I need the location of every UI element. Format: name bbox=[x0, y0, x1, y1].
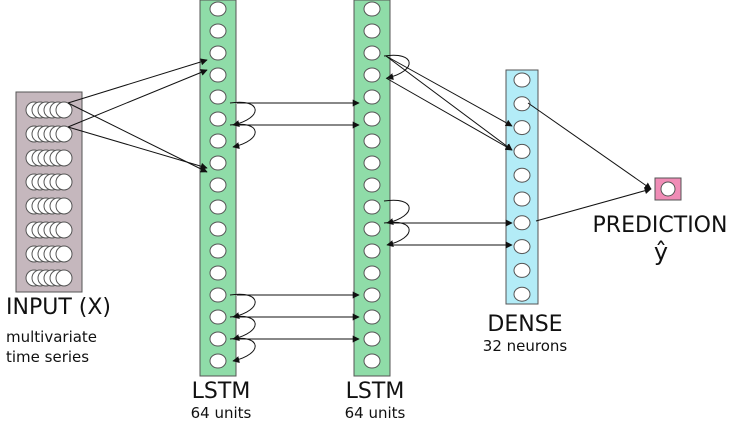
lstm1-neuron bbox=[209, 287, 227, 303]
lstm2-neuron bbox=[363, 177, 381, 193]
input-neuron bbox=[55, 269, 73, 287]
lstm2-neuron bbox=[363, 331, 381, 347]
dense-neuron bbox=[513, 262, 531, 278]
lstm2-neuron bbox=[363, 111, 381, 127]
lstm2-neuron bbox=[363, 1, 381, 17]
lstm-1-neurons bbox=[209, 1, 227, 369]
edge-input-lstm1-b bbox=[67, 102, 208, 173]
input-neuron bbox=[55, 101, 73, 119]
input-neuron bbox=[55, 125, 73, 143]
dense-neuron bbox=[513, 239, 531, 255]
recurrent-loop-lstm1-3 bbox=[229, 293, 256, 320]
lstm1-neuron bbox=[209, 23, 227, 39]
edge-input-lstm1-c bbox=[67, 69, 208, 128]
lstm-2-neurons bbox=[363, 1, 381, 369]
edge-lstm2-dense-1 bbox=[385, 55, 513, 127]
recurrent-loop-lstm1-5 bbox=[229, 337, 256, 364]
lstm2-neuron bbox=[363, 265, 381, 281]
input-subtitle-line2: time series bbox=[6, 348, 89, 366]
dense-neuron bbox=[513, 286, 531, 302]
output-symbol: ŷ bbox=[654, 238, 668, 266]
lstm2-neuron bbox=[363, 199, 381, 215]
dense-neuron bbox=[513, 120, 531, 136]
input-layer bbox=[15, 91, 83, 293]
lstm2-subtitle: 64 units bbox=[345, 404, 406, 422]
lstm1-neuron bbox=[209, 221, 227, 237]
lstm1-neuron bbox=[209, 155, 227, 171]
lstm1-neuron bbox=[209, 331, 227, 347]
edge-lstm2-dense-3 bbox=[385, 77, 513, 151]
lstm1-neuron bbox=[209, 111, 227, 127]
input-neurons bbox=[25, 101, 73, 287]
input-neuron bbox=[55, 197, 73, 215]
edge-dense-output-2 bbox=[535, 187, 652, 222]
input-neuron bbox=[55, 221, 73, 239]
lstm2-neuron bbox=[363, 133, 381, 149]
lstm2-neuron bbox=[363, 353, 381, 369]
output-title: PREDICTION bbox=[593, 213, 728, 238]
edge-lstm2-dense-2 bbox=[385, 55, 513, 151]
input-subtitle-line1: multivariate bbox=[6, 328, 97, 346]
dense-neuron bbox=[513, 96, 531, 112]
recurrent-loop-lstm2-2 bbox=[383, 199, 410, 226]
recurrent-loop-lstm1-1 bbox=[229, 101, 256, 128]
dense-neuron bbox=[513, 167, 531, 183]
recurrent-loop-lstm1-2 bbox=[229, 123, 256, 150]
lstm1-neuron bbox=[209, 67, 227, 83]
lstm2-neuron bbox=[363, 287, 381, 303]
lstm1-title: LSTM bbox=[192, 379, 251, 404]
input-neuron bbox=[55, 173, 73, 191]
dense-neuron bbox=[513, 191, 531, 207]
input-title: INPUT (X) bbox=[6, 295, 111, 320]
dense-subtitle: 32 neurons bbox=[483, 337, 568, 355]
edge-input-lstm1-a bbox=[67, 58, 208, 104]
lstm2-title: LSTM bbox=[346, 379, 405, 404]
input-neuron bbox=[55, 149, 73, 167]
lstm1-neuron bbox=[209, 199, 227, 215]
dense-neuron bbox=[513, 72, 531, 88]
lstm2-neuron bbox=[363, 309, 381, 325]
lstm2-neuron bbox=[363, 221, 381, 237]
lstm1-neuron bbox=[209, 1, 227, 17]
lstm2-neuron bbox=[363, 155, 381, 171]
edge-input-lstm1-d bbox=[67, 126, 208, 170]
lstm2-neuron bbox=[363, 45, 381, 61]
recurrent-loop-lstm2-3 bbox=[383, 221, 410, 248]
lstm2-neuron bbox=[363, 243, 381, 259]
lstm1-neuron bbox=[209, 45, 227, 61]
lstm2-neuron bbox=[363, 67, 381, 83]
lstm1-neuron bbox=[209, 133, 227, 149]
recurrent-loop-lstm2-1 bbox=[383, 54, 410, 81]
lstm1-neuron bbox=[209, 309, 227, 325]
connections bbox=[67, 54, 652, 364]
output-neuron bbox=[660, 181, 676, 197]
input-neuron bbox=[55, 245, 73, 263]
lstm1-neuron bbox=[209, 89, 227, 105]
dense-title: DENSE bbox=[487, 312, 562, 337]
dense-neurons bbox=[513, 72, 531, 302]
edge-dense-output-1 bbox=[527, 102, 652, 190]
lstm1-neuron bbox=[209, 353, 227, 369]
lstm1-neuron bbox=[209, 243, 227, 259]
lstm1-neuron bbox=[209, 265, 227, 281]
lstm2-neuron bbox=[363, 89, 381, 105]
lstm1-subtitle: 64 units bbox=[191, 404, 252, 422]
recurrent-loop-lstm1-4 bbox=[229, 315, 256, 342]
dense-neuron bbox=[513, 215, 531, 231]
lstm2-neuron bbox=[363, 23, 381, 39]
lstm1-neuron bbox=[209, 177, 227, 193]
dense-neuron bbox=[513, 143, 531, 159]
